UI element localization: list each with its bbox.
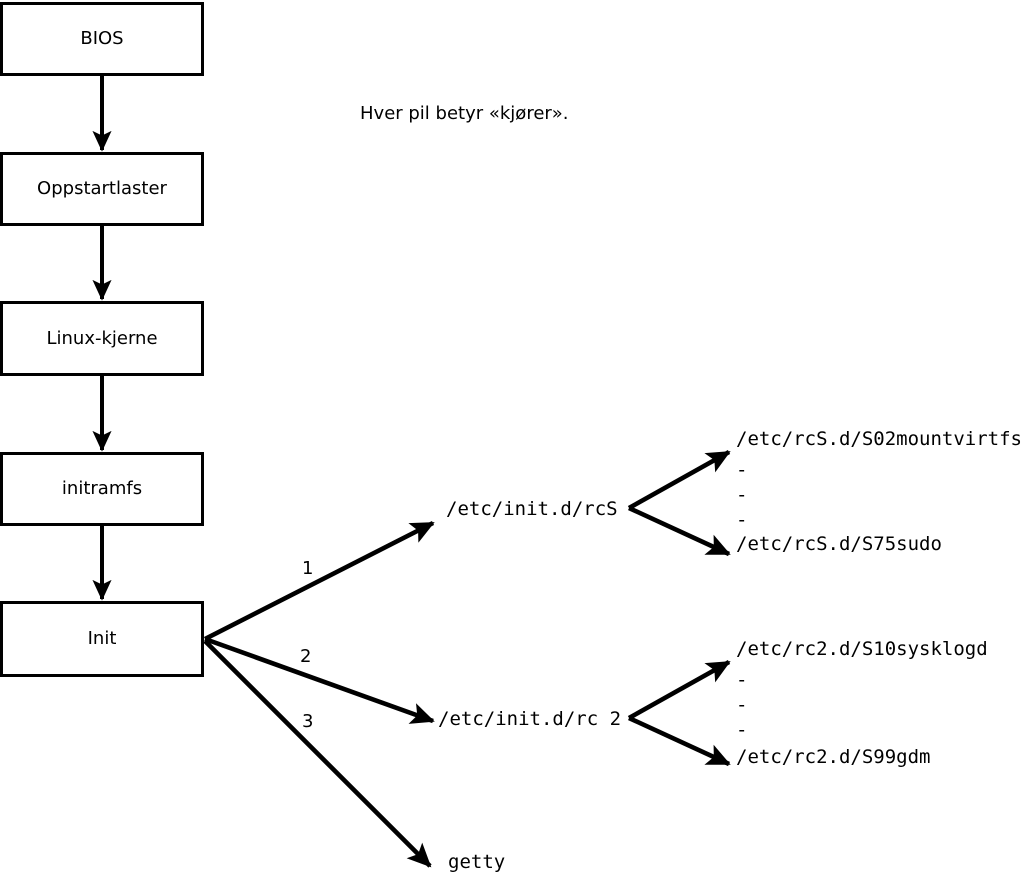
ellipsis-dash-rcs-3: - xyxy=(736,509,748,531)
node-init: Init xyxy=(0,601,204,677)
edge-rcs-to-last-script xyxy=(628,505,731,557)
branch-label-getty: getty xyxy=(448,851,506,873)
branch-label-rcs: /etc/init.d/rcS xyxy=(446,498,618,520)
edge-rc2-to-first-script xyxy=(627,659,731,721)
node-bios: BIOS xyxy=(0,2,204,76)
node-bios-label: BIOS xyxy=(80,28,124,49)
ellipsis-dash-rc2-1: - xyxy=(736,669,748,691)
edge-init-to-rc2 xyxy=(204,636,435,724)
node-initramfs: initramfs xyxy=(0,452,204,526)
edge-number-2: 2 xyxy=(300,646,312,667)
edge-number-1: 1 xyxy=(302,558,314,579)
node-oppstartlaster: Oppstartlaster xyxy=(0,152,204,226)
edge-number-3: 3 xyxy=(302,711,314,732)
node-init-label: Init xyxy=(87,628,117,649)
ellipsis-dash-rcs-2: - xyxy=(736,484,748,506)
ellipsis-dash-rc2-3: - xyxy=(736,719,748,741)
node-linux-kjerne: Linux-kjerne xyxy=(0,301,204,376)
edge-rcs-to-first-script xyxy=(627,449,731,511)
branch-label-rc2: /etc/init.d/rc 2 xyxy=(438,708,622,730)
leaf-label-rc2-last: /etc/rc2.d/S99gdm xyxy=(736,746,931,768)
leaf-label-rc2-first: /etc/rc2.d/S10sysklogd xyxy=(736,638,988,660)
diagram-caption: Hver pil betyr «kjører». xyxy=(360,103,569,124)
node-initramfs-label: initramfs xyxy=(61,478,143,499)
leaf-label-rcs-last: /etc/rcS.d/S75sudo xyxy=(736,533,942,555)
edge-rc2-to-last-script xyxy=(628,715,731,767)
ellipsis-dash-rc2-2: - xyxy=(736,694,748,716)
leaf-label-rcs-first: /etc/rcS.d/S02mountvirtfs xyxy=(736,428,1022,450)
edge-init-to-rcs xyxy=(203,520,435,642)
edge-init-to-getty xyxy=(203,639,432,868)
node-oppstartlaster-label: Oppstartlaster xyxy=(37,178,167,199)
node-linux-kjerne-label: Linux-kjerne xyxy=(46,327,158,349)
ellipsis-dash-rcs-1: - xyxy=(736,459,748,481)
